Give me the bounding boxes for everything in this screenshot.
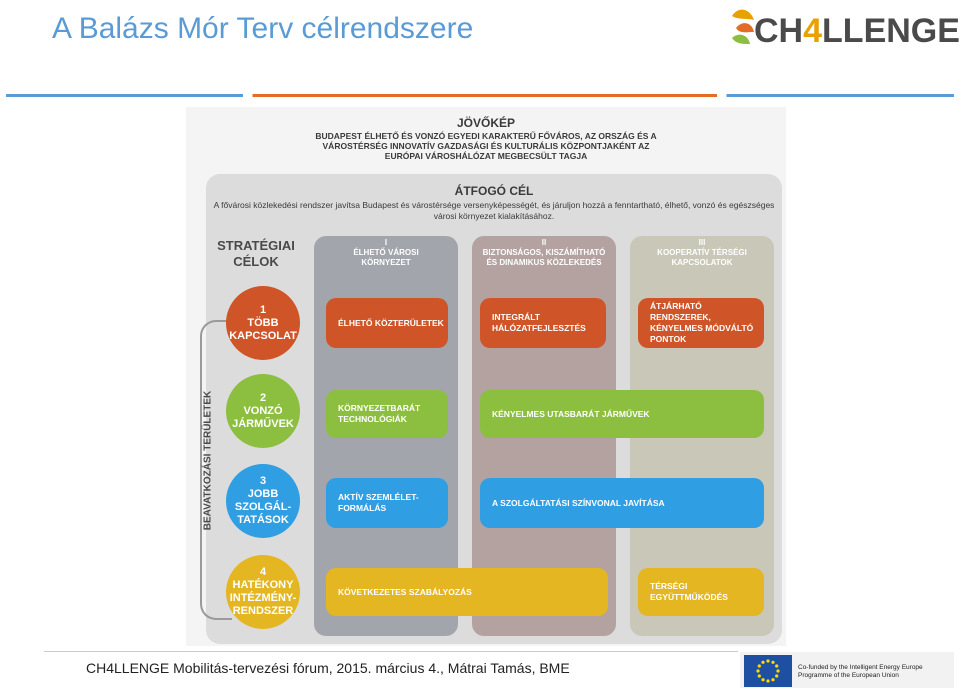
logo-wordmark: CH4LLENGE: [754, 12, 960, 51]
logo-text-post: LLENGE: [822, 12, 960, 50]
area-4-number: 4: [259, 566, 267, 578]
area-2-number: 2: [259, 391, 267, 404]
footer-text: CH4LLENGE Mobilitás-tervezési fórum, 201…: [86, 660, 570, 676]
column-2-numeral: II: [541, 238, 547, 247]
column-3-title: KOOPERATÍV TÉRSÉGI KAPCSOLATOK: [657, 248, 747, 267]
area-4-title: HATÉKONY INTÉZMÉNY-RENDSZER: [229, 579, 297, 617]
column-1-title: ÉLHETŐ VÁROSI KÖRNYEZET: [353, 248, 419, 267]
eu-funding-text: Co-funded by the Intelligent Energy Euro…: [798, 664, 923, 679]
vision-title: JÖVŐKÉP: [456, 116, 516, 130]
area-2-title: VONZÓ JÁRMŰVEK: [232, 404, 294, 430]
column-3-numeral: III: [698, 238, 706, 247]
measure-row3-col23: A SZOLGÁLTATÁSI SZÍNVONAL JAVÍTÁSA: [480, 478, 764, 528]
measure-row4-col3: TÉRSÉGI EGYÜTTMŰKÖDÉS: [638, 568, 764, 616]
measure-row2-col1: KÖRNYEZETBARÁT TECHNOLÓGIÁK: [326, 390, 448, 438]
area-4-circle: 4 HATÉKONY INTÉZMÉNY-RENDSZER: [226, 555, 300, 629]
measure-row1-col1: ÉLHETŐ KÖZTERÜLETEK: [326, 298, 448, 348]
area-2-circle: 2 VONZÓ JÁRMŰVEK: [226, 374, 300, 448]
measure-row1-col2: INTEGRÁLT HÁLÓZATFEJLESZTÉS: [480, 298, 606, 348]
overall-goal-body: A fővárosi közlekedési rendszer javítsa …: [213, 200, 775, 221]
area-1-title: TÖBB KAPCSOLAT: [229, 316, 297, 342]
slide-title: A Balázs Mór Terv célrendszere: [52, 12, 474, 45]
overall-goal-title: ÁTFOGÓ CÉL: [454, 184, 534, 198]
measure-row2-col23: KÉNYELMES UTASBARÁT JÁRMŰVEK: [480, 390, 764, 438]
footer-divider: [44, 651, 738, 652]
area-3-number: 3: [259, 475, 267, 487]
challenge-logo: [728, 6, 952, 58]
measure-row1-col3: ÁTJÁRHATÓ RENDSZEREK, KÉNYELMES MÓDVÁLTÓ…: [638, 298, 764, 348]
vision-body: BUDAPEST ÉLHETŐ ÉS VONZÓ EGYEDI KARAKTER…: [315, 131, 657, 161]
areas-bracket: [200, 320, 232, 620]
intervention-areas-label: BEAVATKOZÁSI TERÜLETEK: [202, 390, 214, 531]
column-2-title: BIZTONSÁGOS, KISZÁMÍTHATÓ ÉS DINAMIKUS K…: [482, 248, 606, 267]
eu-stars-icon: [756, 659, 780, 683]
column-1-numeral: I: [384, 238, 388, 247]
logo-leaf-icon: [732, 9, 754, 44]
area-1-number: 1: [259, 303, 267, 316]
measure-row4-col12: KÖVETKEZETES SZABÁLYOZÁS: [326, 568, 608, 616]
area-3-title: JOBB SZOLGÁL-TATÁSOK: [234, 488, 292, 526]
logo-text-pre: CH: [754, 12, 804, 50]
strategic-goals-label: STRATÉGIAI CÉLOK: [217, 238, 295, 269]
eu-flag-icon: [744, 655, 792, 687]
title-divider: [6, 94, 954, 97]
measure-row3-col1: AKTÍV SZEMLÉLET-FORMÁLÁS: [326, 478, 448, 528]
logo-text-four: 4: [803, 12, 823, 50]
column-2-header: II BIZTONSÁGOS, KISZÁMÍTHATÓ ÉS DINAMIKU…: [472, 238, 616, 268]
area-1-circle: 1 TÖBB KAPCSOLAT: [226, 286, 300, 360]
column-1-header: I ÉLHETŐ VÁROSI KÖRNYEZET: [314, 238, 458, 268]
column-3-header: III KOOPERATÍV TÉRSÉGI KAPCSOLATOK: [630, 238, 774, 268]
area-3-circle: 3 JOBB SZOLGÁL-TATÁSOK: [226, 464, 300, 538]
